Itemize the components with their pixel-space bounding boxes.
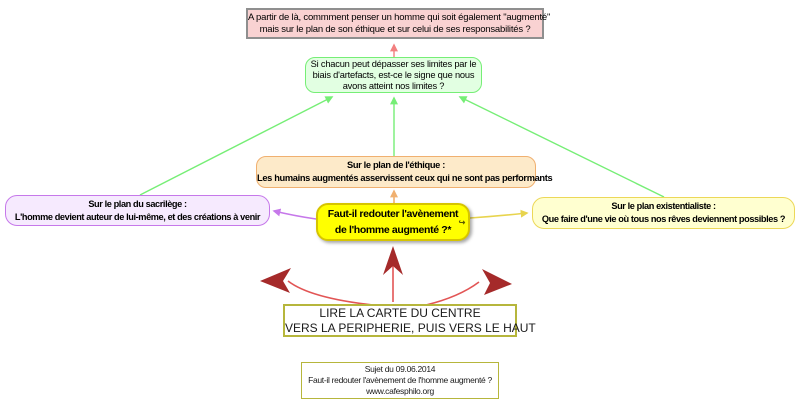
node-depasser-limites[interactable]: Si chacun peut dépasser ses limites par …: [305, 57, 482, 93]
footer-date: Sujet du 09.06.2014: [364, 364, 436, 374]
node-body: Les humains augmentés asservissent ceux …: [257, 173, 553, 183]
node-text-line: A partir de là, commment penser un homme…: [248, 11, 551, 23]
node-plan-sacrilege[interactable]: Sur le plan du sacrilège : L'homme devie…: [5, 195, 270, 226]
edge-central-to-existentialiste: [469, 209, 529, 219]
node-title: Sur le plan de l'éthique :: [347, 160, 445, 170]
node-question-augmente-ethique[interactable]: A partir de là, commment penser un homme…: [246, 8, 551, 39]
red-arrow-up-icon: [383, 246, 403, 275]
node-central-root[interactable]: Faut-il redouter l'avènement de l'homme …: [316, 203, 470, 241]
node-body: L'homme devient auteur de lui-même, et d…: [14, 211, 261, 222]
node-title: Sur le plan du sacrilège :: [88, 198, 187, 209]
node-legend-lecture[interactable]: LIRE LA CARTE DU CENTRE VERS LA PERIPHER…: [283, 304, 536, 337]
node-text-line: avons atteint nos limites ?: [342, 80, 445, 91]
node-plan-existentialiste[interactable]: Sur le plan existentialiste : Que faire …: [532, 197, 795, 229]
edge-central-to-sacrilege: [272, 208, 317, 220]
node-text-line: de l'homme augmenté ?*: [334, 224, 452, 236]
node-footer-sujet[interactable]: Sujet du 09.06.2014 Faut-il redouter l'a…: [301, 362, 499, 399]
node-text-line: mais sur le plan de son éthique et sur c…: [259, 23, 531, 35]
red-arrow-left-shaft: [287, 280, 374, 306]
node-plan-ethique[interactable]: Sur le plan de l'éthique : Les humains a…: [256, 156, 553, 188]
node-title: Sur le plan existentialiste :: [611, 201, 716, 211]
node-text-line: Si chacun peut dépasser ses limites par …: [310, 58, 477, 69]
node-body: Que faire d'une vie où tous nos rêves de…: [541, 214, 786, 224]
node-text-line: biais d'artefacts, est-ce le signe que n…: [312, 69, 475, 80]
red-arrow-right-icon: [482, 269, 512, 295]
red-arrow-left-icon: [260, 268, 291, 293]
node-text-line: Faut-il redouter l'avènement: [327, 208, 459, 220]
footer-subject: Faut-il redouter l'avènement de l'homme …: [308, 375, 492, 385]
red-arrow-right-shaft: [425, 281, 480, 306]
link-icon[interactable]: ↪: [458, 218, 466, 227]
node-text-line: VERS LA PERIPHERIE, PUIS VERS LE HAUT: [285, 320, 536, 335]
node-text-line: LIRE LA CARTE DU CENTRE: [319, 305, 481, 320]
footer-url: www.cafesphilo.org: [366, 386, 434, 396]
